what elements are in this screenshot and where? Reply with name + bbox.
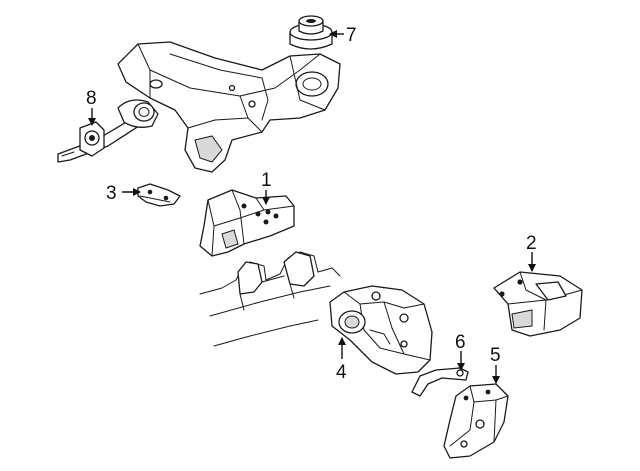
- callout-6: 6: [455, 332, 466, 353]
- callout-4: 4: [336, 362, 347, 383]
- subframe-crossmember: [117, 41, 341, 173]
- part-8-torque-rod: [57, 99, 159, 163]
- part-3-bracket: [137, 183, 181, 207]
- callout-8: 8: [86, 88, 97, 109]
- callout-1: 1: [261, 170, 272, 191]
- callout-7: 7: [346, 25, 357, 46]
- part-7-bushing: [289, 15, 333, 50]
- part-6-hook-bracket: [411, 367, 469, 397]
- callout-2: 2: [526, 233, 537, 254]
- part-1-mount-bracket: [199, 189, 295, 257]
- engine-block-section: [199, 251, 341, 347]
- part-4-large-mount: [329, 285, 433, 375]
- part-2-transmission-mount: [493, 271, 583, 337]
- part-5-lower-bracket: [443, 383, 509, 459]
- callout-5: 5: [490, 345, 501, 366]
- callout-3: 3: [106, 183, 117, 204]
